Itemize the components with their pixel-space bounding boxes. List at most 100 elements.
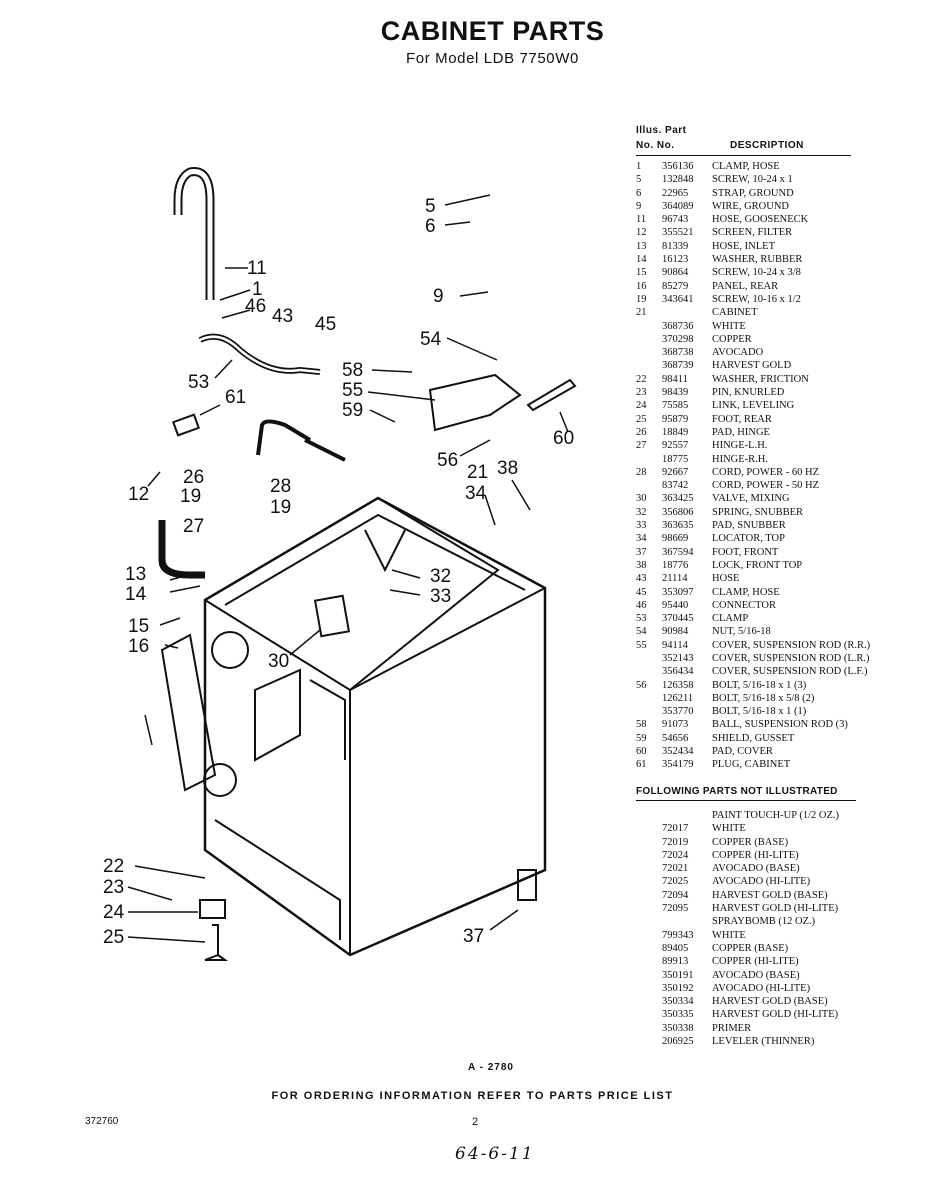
part-no: 368738 bbox=[662, 347, 694, 359]
part-description: SPRING, SNUBBER bbox=[712, 506, 804, 518]
illus-no: 19 bbox=[636, 293, 647, 305]
table-row: SPRAYBOMB (12 OZ.) bbox=[636, 915, 891, 928]
part-description: CORD, POWER - 50 HZ bbox=[712, 480, 820, 492]
illus-no: 54 bbox=[636, 626, 647, 638]
callout: 37 bbox=[463, 926, 484, 947]
part-description: COVER, SUSPENSION ROD (R.R.) bbox=[712, 639, 871, 651]
snubber-spring bbox=[364, 529, 406, 573]
part-no: 95879 bbox=[662, 413, 689, 425]
part-no: 85279 bbox=[662, 280, 689, 292]
part-description: AVOCADO (BASE) bbox=[712, 863, 800, 875]
part-description: SCREW, 10-24 x 1 bbox=[712, 174, 793, 186]
illus-no: 37 bbox=[636, 546, 647, 558]
part-description: BOLT, 5/16-18 x 1 (3) bbox=[712, 679, 807, 691]
part-description: SHIELD, GUSSET bbox=[712, 732, 795, 744]
callout: 19 bbox=[180, 486, 201, 507]
callout: 23 bbox=[103, 877, 124, 898]
part-no: 356136 bbox=[662, 161, 694, 172]
illus-no: 60 bbox=[636, 746, 647, 758]
illus-no bbox=[636, 320, 662, 333]
header-rule bbox=[636, 155, 851, 156]
part-description: VALVE, MIXING bbox=[712, 493, 790, 505]
illus-no-blank bbox=[636, 862, 662, 875]
callout: 56 bbox=[437, 450, 458, 471]
illus-no: 46 bbox=[636, 599, 647, 611]
part-no: 350335 bbox=[662, 1009, 694, 1021]
part-no: 89913 bbox=[662, 956, 689, 968]
part-no: 126358 bbox=[662, 679, 694, 691]
callout: 43 bbox=[272, 306, 293, 327]
illus-no-blank bbox=[636, 915, 662, 928]
part-no: 370298 bbox=[662, 333, 694, 345]
callout: 1 bbox=[252, 279, 263, 300]
part-no: 353097 bbox=[662, 586, 694, 598]
illus-no-blank bbox=[636, 995, 662, 1008]
rear-panel bbox=[160, 633, 217, 792]
header-no-no: No. No. bbox=[636, 140, 675, 151]
part-description: PAD, HINGE bbox=[712, 426, 770, 438]
part-no: 89405 bbox=[662, 942, 689, 954]
part-description: HINGE-R.H. bbox=[712, 453, 768, 465]
part-no: 75585 bbox=[662, 400, 689, 412]
hose-43 bbox=[198, 333, 321, 375]
illus-no-blank bbox=[636, 809, 662, 822]
part-no: 356434 bbox=[662, 666, 694, 678]
illus-no: 12 bbox=[636, 227, 647, 239]
part-description: PANEL, REAR bbox=[712, 280, 779, 292]
callout: 53 bbox=[188, 372, 209, 393]
part-no: 350192 bbox=[662, 982, 694, 994]
part-no: 96743 bbox=[662, 214, 689, 226]
part-description: COPPER (HI-LITE) bbox=[712, 849, 799, 861]
illus-no bbox=[636, 453, 662, 466]
illus-no bbox=[636, 692, 662, 705]
callout: 22 bbox=[103, 856, 124, 877]
part-no: 356806 bbox=[662, 506, 694, 518]
callout: 33 bbox=[430, 586, 451, 607]
part-description: NUT, 5/16-18 bbox=[712, 626, 771, 638]
illus-no: 59 bbox=[636, 732, 647, 744]
part-description: WHITE bbox=[712, 823, 746, 835]
cover-pad bbox=[526, 378, 577, 412]
part-description: CLAMP, HOSE bbox=[712, 161, 780, 172]
part-description: CABINET bbox=[712, 307, 758, 319]
part-description: HOSE bbox=[712, 573, 740, 585]
ordering-note: FOR ORDERING INFORMATION REFER TO PARTS … bbox=[271, 1090, 674, 1102]
not-illustrated-heading: FOLLOWING PARTS NOT ILLUSTRATED bbox=[636, 785, 856, 801]
part-no: 368739 bbox=[662, 360, 694, 372]
callout: 24 bbox=[103, 902, 125, 923]
part-description: HOSE, GOOSENECK bbox=[712, 214, 809, 226]
part-no: 90984 bbox=[662, 626, 689, 638]
part-no: 355521 bbox=[662, 227, 694, 239]
part-description: HARVEST GOLD (HI-LITE) bbox=[712, 903, 839, 915]
callout: 32 bbox=[430, 566, 451, 587]
header-illus-part: Illus. Part bbox=[636, 125, 687, 136]
part-no: 81339 bbox=[662, 240, 689, 252]
handwritten-note: 64-6-11 bbox=[455, 1144, 535, 1164]
gooseneck-hose bbox=[173, 167, 215, 300]
part-description: COPPER (BASE) bbox=[712, 836, 789, 848]
illus-no: 55 bbox=[636, 639, 647, 651]
callout: 59 bbox=[342, 400, 363, 421]
part-no: 16123 bbox=[662, 254, 689, 266]
illus-no-blank bbox=[636, 942, 662, 955]
callout: 45 bbox=[315, 314, 336, 335]
